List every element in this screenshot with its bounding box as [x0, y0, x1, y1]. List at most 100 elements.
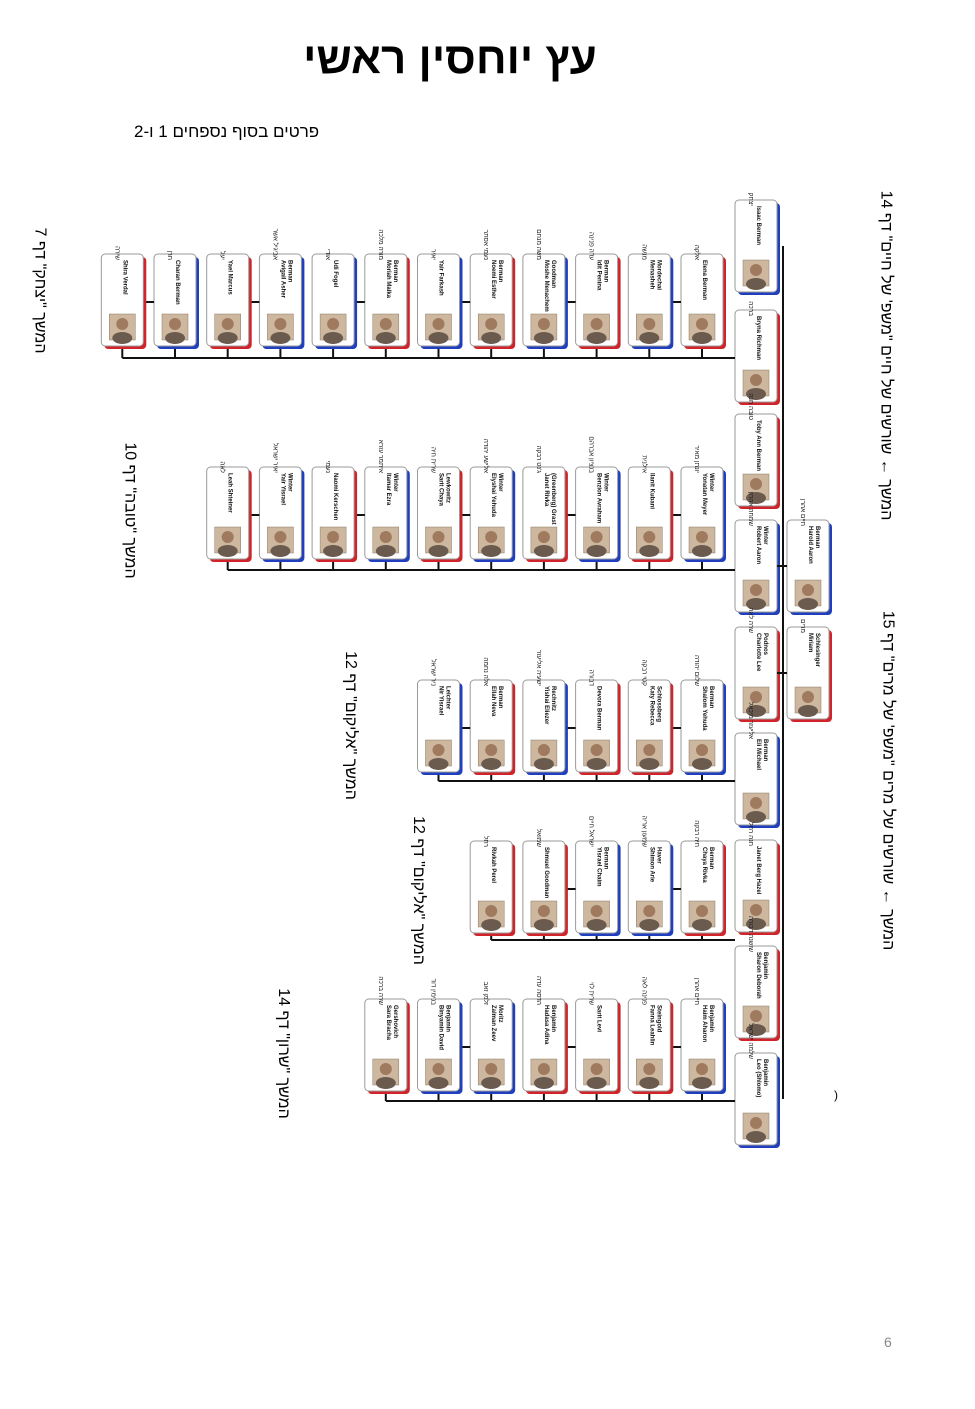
person-hebrew-name: יונתן מאיר: [693, 445, 700, 473]
person-hebrew-name: שמחה אהרון: [747, 492, 754, 527]
person-hebrew-name: שרה לאה: [747, 607, 755, 633]
continuation-note: המשך "שרון" דף 14: [274, 987, 292, 1119]
portrait-photo: [477, 313, 505, 344]
person-hebrew-name: מרים: [799, 619, 806, 633]
person-english-name: Isaac Berman: [755, 206, 761, 245]
page-number: 6: [884, 1334, 892, 1350]
person-hebrew-name: שרית לוי: [588, 982, 596, 1005]
person-english-name: Zalman ZeevMoritz: [490, 1005, 503, 1042]
person-english-name: Yair YisraelWinter: [279, 473, 292, 505]
person-hebrew-name: ישראל חיים: [588, 816, 596, 847]
person-hebrew-name: ניר ישראל: [430, 659, 438, 686]
person-english-name: Elena Berman: [701, 260, 707, 300]
portrait-photo: [477, 739, 505, 770]
person-hebrew-name: נעמי: [324, 461, 331, 474]
continuation-note: המשך ← שורשים של מרים "משפ' של מרים" דף …: [879, 610, 897, 950]
person-hebrew-name: משה מנחם: [535, 229, 542, 260]
person-english-name: Devora Berman: [596, 686, 602, 731]
portrait-photo: [636, 1058, 663, 1089]
portrait-photo: [477, 1058, 505, 1089]
person-hebrew-name: חיים אהרן: [693, 978, 700, 1005]
person-english-name: Shalom YehudaBerman: [701, 686, 714, 731]
portrait-photo: [742, 473, 770, 504]
person-hebrew-name: יצחק: [747, 193, 754, 207]
person-hebrew-name: טובה חנה: [747, 393, 754, 420]
person-english-name: Yonatan MeyerWinter: [701, 473, 714, 516]
portrait-photo: [688, 1058, 716, 1089]
person-hebrew-name: שרה ברכה: [377, 976, 384, 1005]
person-hebrew-name: ישעיה אליעזר: [535, 650, 543, 686]
portrait-photo: [425, 1058, 452, 1089]
person-english-name: Chaya RivkaBerman: [701, 847, 714, 883]
continuation-note: המשך "יצחק" דף 7: [31, 226, 49, 354]
person-english-name: Binyamin DavidBenjamin: [438, 1005, 451, 1050]
person-hebrew-name: דבורה: [588, 670, 595, 687]
page-subtitle: פרטים בסוף נספחים 1 ו-2: [134, 122, 320, 141]
person-hebrew-name: שמואל: [535, 829, 543, 848]
portrait-photo: [688, 900, 716, 931]
portrait-photo: [688, 313, 716, 344]
portrait-photo: [688, 526, 716, 557]
person-english-name: Charan Berman: [174, 260, 180, 305]
portrait-photo: [109, 313, 136, 344]
portrait-photo: [530, 313, 558, 344]
person-english-name: Katy RebeccaSchlossberg: [648, 686, 661, 726]
person-english-name: Fanna LeahlinSteingold: [648, 1005, 661, 1046]
person-hebrew-name: שמעון אריה: [640, 816, 647, 848]
person-english-name: Udi Fogel: [332, 260, 338, 288]
person-english-name: Shmuel Goodman: [543, 847, 549, 899]
person-hebrew-name: שלמה ישראל: [747, 1023, 755, 1059]
person-hebrew-name: יאיר: [430, 249, 437, 260]
person-hebrew-name: אליעזר מיכאל: [747, 702, 755, 739]
person-english-name: Shira Verdal: [121, 260, 127, 295]
portrait-photo: [742, 686, 770, 717]
portrait-photo: [530, 1058, 558, 1089]
person-english-name: Harold AaronBerman: [807, 526, 820, 564]
continuation-note: המשך "אליקום" דף 12: [409, 815, 427, 965]
portrait-photo: [530, 900, 558, 931]
person-english-name: Eli MichaelBerman: [755, 739, 768, 770]
portrait-photo: [583, 739, 610, 770]
person-english-name: Ellah NevaBerman: [490, 686, 503, 717]
portrait-photo: [214, 313, 241, 344]
person-english-name: Leah Shteiner: [227, 473, 233, 513]
person-hebrew-name: עדה פנינה: [588, 232, 595, 260]
portrait-photo: [425, 313, 452, 344]
portrait-photo: [214, 526, 241, 557]
portrait-photo: [583, 900, 610, 931]
person-english-name: Haim AharonBenjamin: [701, 1005, 714, 1042]
portrait-photo: [530, 739, 558, 770]
person-english-name: Yael Marcus: [227, 260, 233, 295]
